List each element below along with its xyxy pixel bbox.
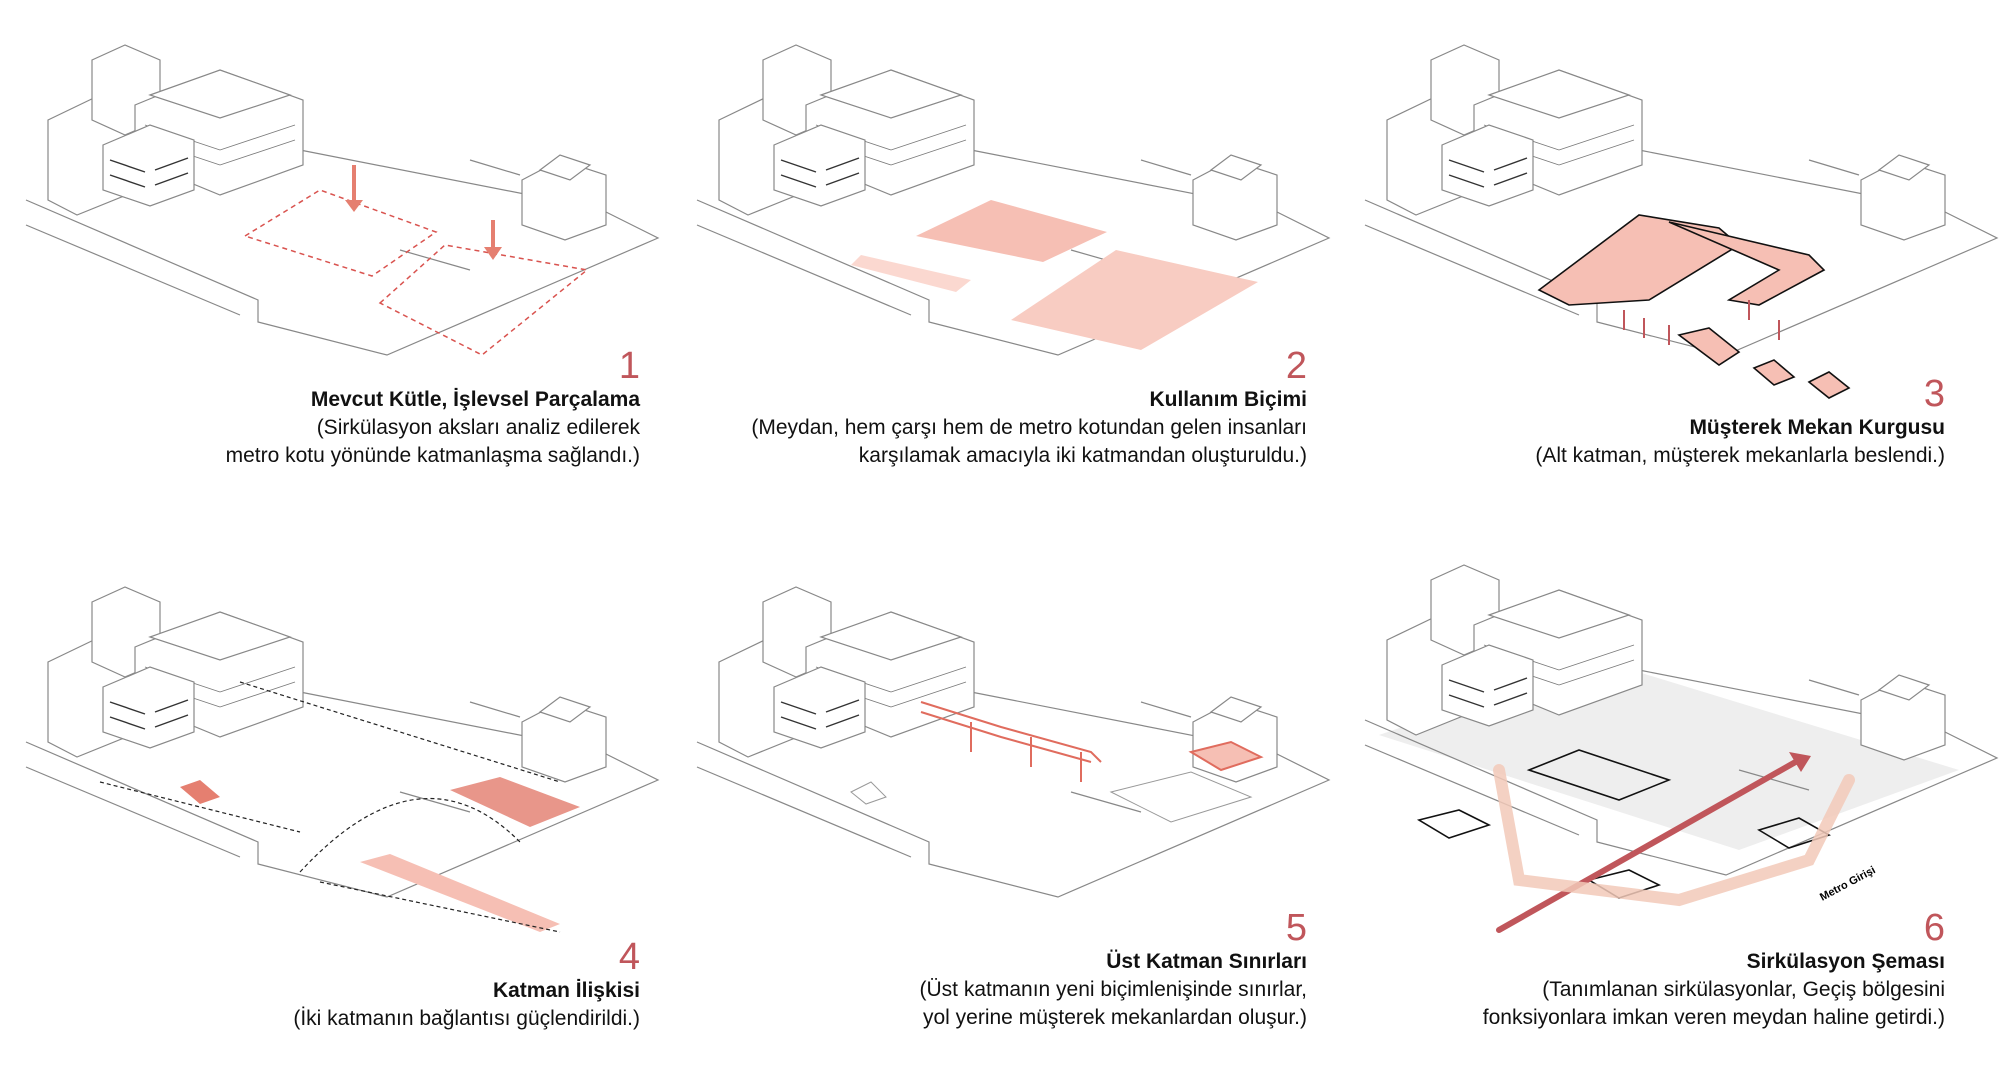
panel-number: 2 xyxy=(1285,345,1307,387)
panel-number: 3 xyxy=(1923,373,1945,415)
panel-description: (Üst katmanın yeni biçimlenişinde sınırl… xyxy=(919,978,1308,1001)
panel-description: (Sirkülasyon aksları analiz edilerek xyxy=(316,416,640,439)
panel-number: 5 xyxy=(1285,907,1307,949)
panel-3-caption: 3 Müşterek Mekan Kurgusu (Alt katman, mü… xyxy=(1535,374,1945,470)
panel-2-caption: 2 Kullanım Biçimi (Meydan, hem çarşı hem… xyxy=(751,346,1307,470)
panel-5-caption: 5 Üst Katman Sınırları (Üst katmanın yen… xyxy=(920,908,1308,1032)
panel-description: yol yerine müşterek mekanlardan oluşur.) xyxy=(922,1006,1307,1029)
panel-number: 4 xyxy=(618,936,640,978)
panel-number: 1 xyxy=(618,345,640,387)
panel-2-drawing xyxy=(696,44,1330,356)
panel-description: metro kotu yönünde katmanlaşma sağlandı.… xyxy=(225,444,640,467)
panel-5-drawing xyxy=(696,586,1330,898)
panel-description: karşılamak amacıyla iki katmandan oluştu… xyxy=(858,444,1307,467)
panel-3-drawing xyxy=(1364,44,1998,399)
panel-6-drawing xyxy=(1364,564,1998,933)
panel-1-drawing xyxy=(25,44,659,356)
panel-description: (İki katmanın bağlantısı güçlendirildi.) xyxy=(293,1007,640,1030)
panel-description: fonksiyonlara imkan veren meydan haline … xyxy=(1482,1006,1945,1029)
panel-1-caption: 1 Mevcut Kütle, İşlevsel Parçalama (Sirk… xyxy=(226,346,640,470)
panel-4-drawing xyxy=(25,586,659,933)
panel-title: Üst Katman Sınırları xyxy=(1106,950,1307,973)
panel-title: Müşterek Mekan Kurgusu xyxy=(1689,416,1945,439)
panel-number: 6 xyxy=(1923,907,1945,949)
panel-description: (Alt katman, müşterek mekanlarla beslend… xyxy=(1535,444,1945,467)
panel-description: (Meydan, hem çarşı hem de metro kotundan… xyxy=(751,416,1307,439)
panel-title: Kullanım Biçimi xyxy=(1149,388,1307,411)
panel-title: Mevcut Kütle, İşlevsel Parçalama xyxy=(310,388,640,411)
panel-title: Katman İlişkisi xyxy=(492,979,640,1002)
panel-description: (Tanımlanan sirkülasyonlar, Geçiş bölges… xyxy=(1542,978,1945,1001)
panel-title: Sirkülasyon Şeması xyxy=(1746,950,1945,973)
panel-6-caption: 6 Sirkülasyon Şeması (Tanımlanan sirküla… xyxy=(1483,908,1945,1032)
panel-4-caption: 4 Katman İlişkisi (İki katmanın bağlantı… xyxy=(293,937,640,1033)
